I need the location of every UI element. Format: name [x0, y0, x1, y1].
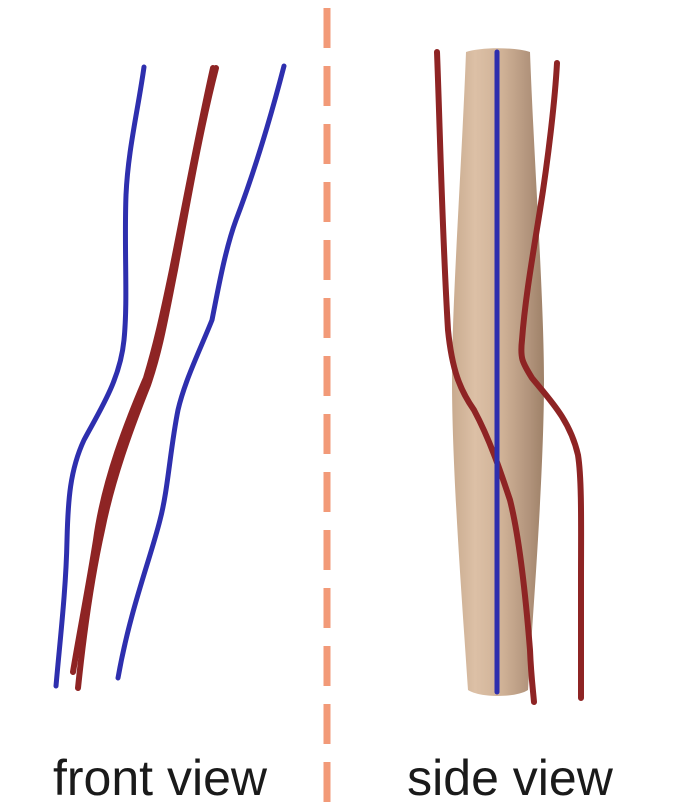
front-blue-curve-right: [115, 63, 287, 681]
side-red-curve-right: [518, 60, 585, 701]
front-blue-curve-left: [53, 64, 147, 689]
front-red-curve-b: [70, 65, 216, 675]
front-view-label: front view: [53, 750, 267, 806]
side-view-panel: [434, 48, 585, 705]
side-view-label: side view: [407, 750, 613, 806]
side-red-curve-left: [434, 49, 537, 705]
front-view-panel: [53, 63, 287, 691]
